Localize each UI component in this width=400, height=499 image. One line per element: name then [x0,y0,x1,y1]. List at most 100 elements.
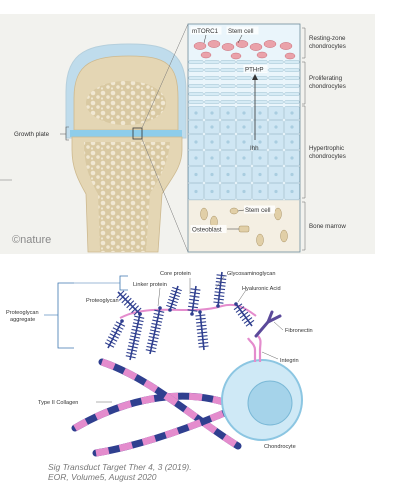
glycosaminoglycan-chain [213,298,224,301]
chondrocyte-cell [236,76,252,80]
glycosaminoglycan-chain [196,321,207,324]
linker-protein-label: Linker protein [133,282,167,288]
glycosaminoglycan-chain [197,331,208,334]
cell-nucleus [194,189,198,194]
integrin-chain [257,335,262,362]
resting-zone-label-line1: Resting-zone [309,35,346,42]
chondrocyte-cell [204,60,220,64]
marrow-cells [200,207,288,247]
proteoglycan-bracket [119,275,128,291]
chondrocyte-cell [204,84,220,88]
mtorc1-label: mTORC1 [192,28,219,35]
nature-logo: ©nature [12,234,51,246]
cell-nucleus [258,140,262,144]
hypertrophic-zone-label-line1: Hypertrophic [309,145,344,152]
glycosaminoglycan-chain [215,281,226,284]
glycosaminoglycan-chain [106,339,116,345]
glycosaminoglycan-chain [189,298,199,302]
glycosaminoglycan-chain [126,351,137,356]
proteoglycan-monomer [116,290,142,316]
chondrocyte-cell [188,76,204,80]
cell-nucleus [242,156,246,160]
chondrocyte-cell [220,84,236,88]
chondrocyte-cell [220,100,236,104]
proteoglycan-monomer [145,306,165,355]
cell-nucleus [242,125,246,129]
core-protein [107,320,123,349]
glycosaminoglycan-chain [109,333,119,339]
resting-cell [256,51,268,59]
linker-protein [158,306,162,310]
glycosaminoglycan-chain [214,287,226,291]
proteoglycan-monomer [233,302,255,327]
cell-nucleus [226,125,230,129]
cell-nucleus [242,172,246,177]
chondrocyte-cell [204,92,220,96]
growth-plate-label: Growth plate [14,131,50,138]
chondrocyte-cell [284,76,300,80]
cell-nucleus [226,172,230,177]
bone-marrow-label: Bone marrow [309,223,346,230]
glycosaminoglycan-chain [245,319,255,327]
resting-cell [249,43,263,51]
osteoblast-cell [238,225,250,233]
resting-zone-cells [193,40,296,60]
cell-nucleus [258,189,262,194]
shaft-spongy-bone [84,142,170,252]
resting-zone-label-line2: chondrocytes [309,43,346,50]
glycosaminoglycan-chain [115,321,126,327]
fibronectin-arm [266,314,282,324]
chondrocyte-cell [204,76,220,80]
proteoglycan-monomer [213,271,227,308]
glycosaminoglycan-chain [188,305,198,309]
cell-nucleus [226,140,230,144]
cell-nucleus [274,172,278,177]
glycosaminoglycan-chain [104,342,115,348]
cell-nucleus [226,111,230,115]
cell-nucleus [210,140,214,144]
cell-nucleus [274,125,278,129]
pthrp-label: PTHrP [245,67,264,74]
glycosaminoglycan-chain [151,322,162,327]
marrow-cell [256,233,264,247]
chondrocyte-cell [220,68,236,72]
glycosaminoglycan-chain [145,349,156,353]
proliferating-zone-label-line1: Proliferating [309,75,343,82]
glycosaminoglycan-chain [213,301,224,304]
cartilage-matrix-panel: Core protein Glycosaminoglycan Linker pr… [6,271,313,457]
osteoblast-label: Osteoblast [192,227,222,234]
glycosaminoglycan-label: Glycosaminoglycan [227,271,276,277]
glycosaminoglycan-chain [127,348,138,352]
proteoglycan-monomer [187,285,201,316]
linker-protein [234,302,238,306]
chondrocyte-cell [220,60,236,64]
proteoglycan-monomer [125,312,145,361]
integrin-chain [247,337,257,362]
glycosaminoglycan-chain [216,277,227,280]
glycosaminoglycan-chain [147,342,158,346]
glycosaminoglycan-chain [149,332,160,336]
core-protein-label: Core protein [160,271,191,277]
glycosaminoglycan-chain [241,314,251,322]
chondrocyte-cell [204,68,220,72]
stem-cell-bottom-pointer [237,209,245,212]
zoom-line-bottom [141,138,189,253]
cell-nucleus [290,189,294,194]
growth-plate-inset: mTORC1 Stem cell PTHrP Ihh Stem cell Ost… [187,23,301,253]
glycosaminoglycan-chain [128,302,137,311]
linker-protein-pointer [157,287,161,307]
integrin-label: Integrin [280,358,299,364]
chondrocyte-cell [284,68,300,72]
proteoglycan-aggregate [104,271,257,361]
chondrocyte-cell [252,60,268,64]
feedback-arrowhead [252,74,258,80]
glycosaminoglycan-chain [128,341,139,346]
glycosaminoglycan-chain [214,294,225,297]
resting-zone-bracket [302,27,306,59]
core-protein [117,291,141,315]
chondrocyte-grid [188,60,300,200]
cell-nucleus [274,156,278,160]
stem-cell-top-pointer [237,34,243,44]
proteoglycan-monomer [195,310,209,351]
glycosaminoglycan-chain [237,308,247,316]
